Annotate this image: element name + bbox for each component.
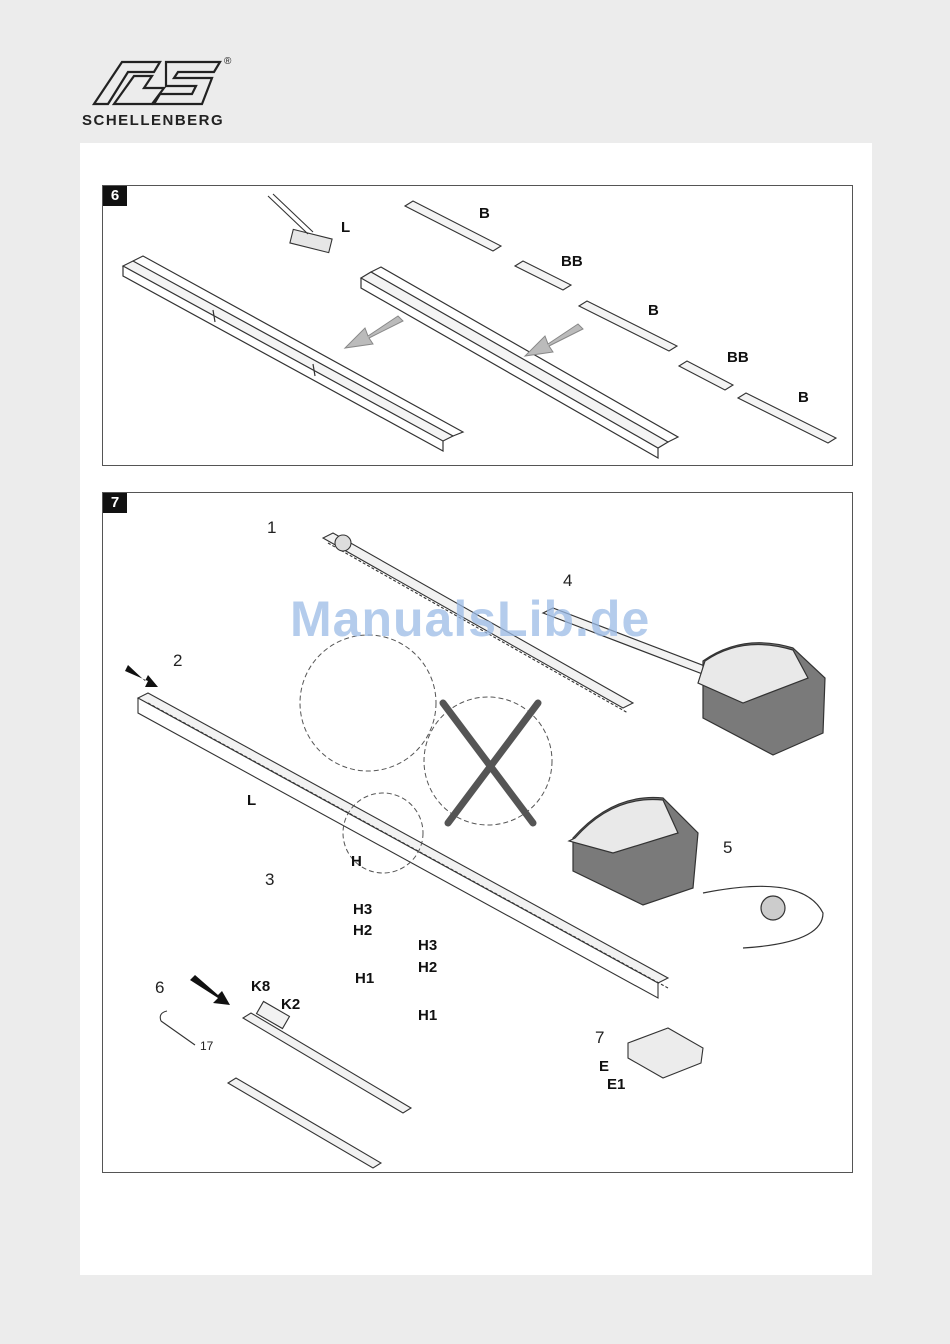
label-h1-b: H1 (418, 1007, 437, 1024)
b-sections (405, 201, 836, 443)
step-6: 6 (155, 978, 164, 997)
watermark: ManualsLib.de (290, 590, 650, 648)
label-wrench-size: 17 (200, 1039, 214, 1053)
step-7: 7 (595, 1028, 604, 1047)
carriage-l (268, 194, 332, 253)
label-bb-1: BB (561, 253, 583, 270)
label-h: H (351, 853, 362, 870)
step-1: 1 (267, 518, 276, 537)
step-2: 2 (173, 651, 182, 670)
registered-mark: ® (224, 56, 231, 67)
label-b-3: B (798, 389, 809, 406)
step-3: 3 (265, 870, 274, 889)
label-bb-2: BB (727, 349, 749, 366)
rail-half (361, 267, 678, 458)
figure-6-panel: 6 (102, 185, 853, 466)
motor-unit-bottom (569, 798, 823, 949)
brand-name: SCHELLENBERG (82, 112, 224, 129)
label-h2-a: H2 (353, 922, 372, 939)
label-e1: E1 (607, 1076, 625, 1093)
label-b-1: B (479, 205, 490, 222)
label-k2: K2 (281, 996, 300, 1013)
label-l: L (341, 219, 350, 236)
incorrect-cross (443, 703, 538, 823)
label-h3-a: H3 (353, 901, 372, 918)
label-e: E (599, 1058, 609, 1075)
tensioner-assembly (160, 1001, 411, 1168)
label-h3-b: H3 (418, 937, 437, 954)
label-h2-b: H2 (418, 959, 437, 976)
figure-6-drawing: L B BB B BB B (103, 186, 852, 465)
detail-circles (300, 635, 552, 873)
step-4: 4 (563, 571, 572, 590)
step-5: 5 (723, 838, 732, 857)
label-h1-a: H1 (355, 970, 374, 987)
end-cap (628, 1028, 703, 1078)
label-k8: K8 (251, 978, 270, 995)
label-l: L (247, 792, 256, 809)
label-b-2: B (648, 302, 659, 319)
